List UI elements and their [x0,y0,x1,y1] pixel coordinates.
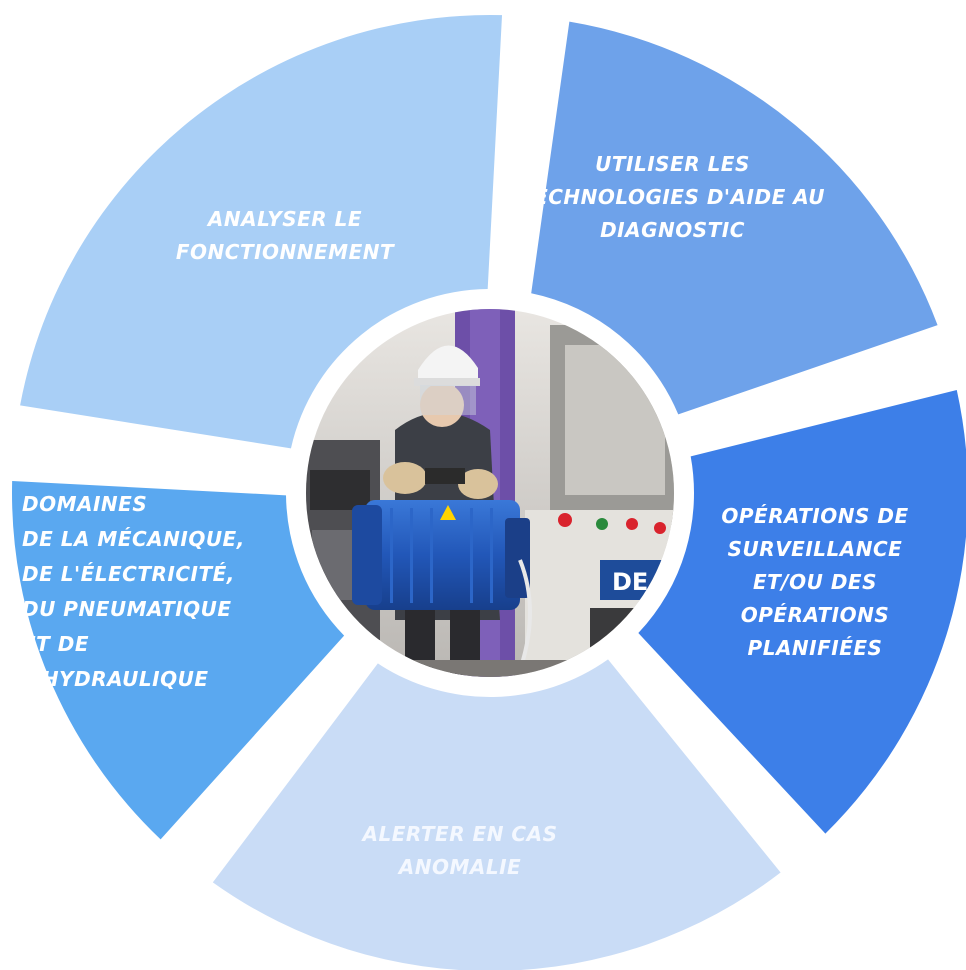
segment-alerter [212,659,781,970]
label-analyser: ANALYSER LE FONCTIONNEMENT [175,207,395,264]
segment-analyser [20,15,503,449]
label-alerter: ALERTER EN CAS ANOMALIE [362,822,558,879]
label-utiliser: UTILISER LES TECHNOLOGIES D'AIDE AU DIAG… [519,152,826,242]
segment-reparer [11,480,345,840]
label-operations: OPÉRATIONS DE SURVEILLANCE ET/OU DES OPÉ… [721,504,909,660]
machine-sign: DE [612,568,648,596]
label-reparer: RÉPARER DANS LES DOMAINES DE LA MÉCANIQU… [22,457,250,691]
center-photo: DE [294,297,686,689]
segment-operations [638,390,966,834]
segment-utiliser [531,21,938,415]
